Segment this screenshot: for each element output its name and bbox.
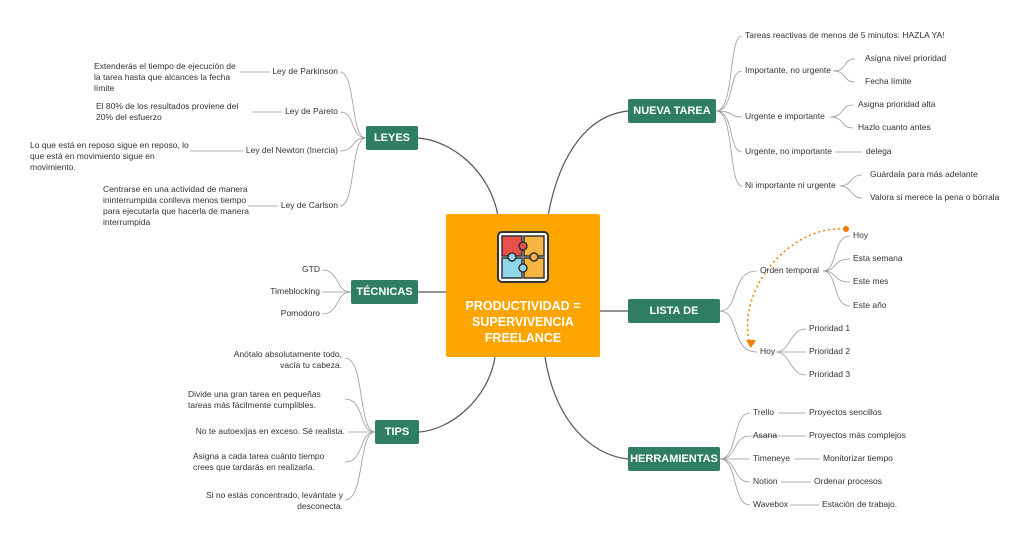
puzzle-icon	[497, 231, 549, 283]
branch-tecnicas[interactable]: TÉCNICAS	[351, 280, 418, 304]
branch-leyes[interactable]: LEYES	[366, 126, 418, 150]
leaf-guardala[interactable]: Guárdala para más adelante	[870, 169, 978, 179]
leaf-ley-parkinson[interactable]: Ley de Parkinson	[272, 66, 338, 76]
leaf-tool-timeneye[interactable]: Timeneye	[753, 453, 791, 463]
leaf-tip-anotalo[interactable]: Anótalo absolutamente todo, vacía tu cab…	[233, 349, 342, 370]
leaf-tip-no-te-autoexijas[interactable]: No te autoexijas en exceso. Sé realista.	[195, 426, 345, 436]
leaf-prioridad-3[interactable]: Prioridad 3	[809, 369, 851, 379]
leaf-tip-divide[interactable]: Divide una gran tarea en pequeñas tareas…	[188, 389, 321, 410]
leaf-este-mes[interactable]: Este mes	[853, 276, 889, 286]
leaf-ley-pareto[interactable]: Ley de Pareto	[285, 106, 338, 116]
leaf-valora[interactable]: Valora si merece la pena o bórrala	[870, 192, 1000, 202]
leaf-fecha-limite[interactable]: Fecha límite	[865, 76, 912, 86]
central-topic-title: PRODUCTIVIDAD = SUPERVIVENCIA FREELANCE	[465, 299, 581, 345]
leaf-desc-parkinson[interactable]: Extenderás el tiempo de ejecución de la …	[94, 61, 236, 93]
leaf-prioridad-2[interactable]: Prioridad 2	[809, 346, 851, 356]
leaf-tool-trello[interactable]: Trello	[753, 407, 774, 417]
leaf-ley-newton[interactable]: Ley del Newton (Inercia)	[245, 145, 338, 155]
leaf-importante-no-urgente[interactable]: Importante, no urgente	[745, 65, 832, 75]
leaf-desc-pareto[interactable]: El 80% de los resultados proviene del 20…	[96, 101, 239, 122]
leaf-urgente-no-importante[interactable]: Urgente, no importante	[745, 146, 832, 156]
leaf-prioridad-1[interactable]: Prioridad 1	[809, 323, 851, 333]
leaf-desc-newton[interactable]: Lo que está en reposo sigue en reposo, l…	[30, 140, 189, 172]
leaf-timeblocking[interactable]: Timeblocking	[270, 286, 320, 296]
leaf-use-notion[interactable]: Ordenar procesos	[814, 476, 883, 486]
leaf-tip-asigna[interactable]: Asigna a cada tarea cuánto tiempo crees …	[193, 451, 325, 472]
branch-herramientas[interactable]: HERRAMIENTAS	[628, 447, 720, 471]
leaf-use-asana[interactable]: Proyectos más complejos	[809, 430, 906, 440]
leaf-esta-semana[interactable]: Esta semana	[853, 253, 903, 263]
leaf-este-ano[interactable]: Este año	[853, 300, 887, 310]
leaf-tip-levantate[interactable]: Si no estás concentrado, levántate y des…	[205, 490, 343, 511]
central-topic[interactable]: PRODUCTIVIDAD = SUPERVIVENCIA FREELANCE	[446, 214, 600, 357]
leaf-tool-wavebox[interactable]: Wavebox	[753, 499, 789, 509]
leaf-asigna-prioridad-alta[interactable]: Asigna prioridad alta	[858, 99, 936, 109]
leaf-hazlo-cuanto-antes[interactable]: Hazlo cuanto antes	[858, 122, 931, 132]
leaf-use-trello[interactable]: Proyectos sencillos	[809, 407, 882, 417]
leaf-urgente-e-importante[interactable]: Urgente e importante	[745, 111, 825, 121]
branch-lista-de-tareas[interactable]: LISTA DE TAREAS	[628, 299, 720, 341]
leaf-delega[interactable]: delega	[866, 146, 892, 156]
leaf-ley-carlson[interactable]: Ley de Carlson	[280, 200, 338, 210]
leaf-desc-carlson[interactable]: Centrarse en una actividad de manera ini…	[103, 184, 250, 227]
leaf-tool-notion[interactable]: Notion	[753, 476, 778, 486]
leaf-use-timeneye[interactable]: Monitorizar tiempo	[823, 453, 893, 463]
leaf-pomodoro[interactable]: Pomodoro	[280, 308, 320, 318]
leaf-orden-hoy[interactable]: Hoy	[853, 230, 869, 240]
leaf-use-wavebox[interactable]: Estación de trabajo.	[822, 499, 898, 509]
branch-nueva-tarea[interactable]: NUEVA TAREA	[628, 99, 716, 123]
branch-tips[interactable]: TIPS	[375, 420, 419, 444]
leaf-orden-temporal[interactable]: Orden temporal	[760, 265, 820, 275]
leaf-ni-importante-ni-urgente[interactable]: Ni importante ni urgente	[745, 180, 836, 190]
leaf-tool-asana[interactable]: Asana	[753, 430, 778, 440]
leaf-asigna-nivel-prioridad[interactable]: Asigna nivel prioridad	[865, 53, 947, 63]
leaf-tareas-reactivas[interactable]: Tareas reactivas de menos de 5 minutos: …	[745, 30, 945, 40]
leaf-gtd[interactable]: GTD	[302, 264, 320, 274]
leaf-hoy[interactable]: Hoy	[760, 346, 776, 356]
